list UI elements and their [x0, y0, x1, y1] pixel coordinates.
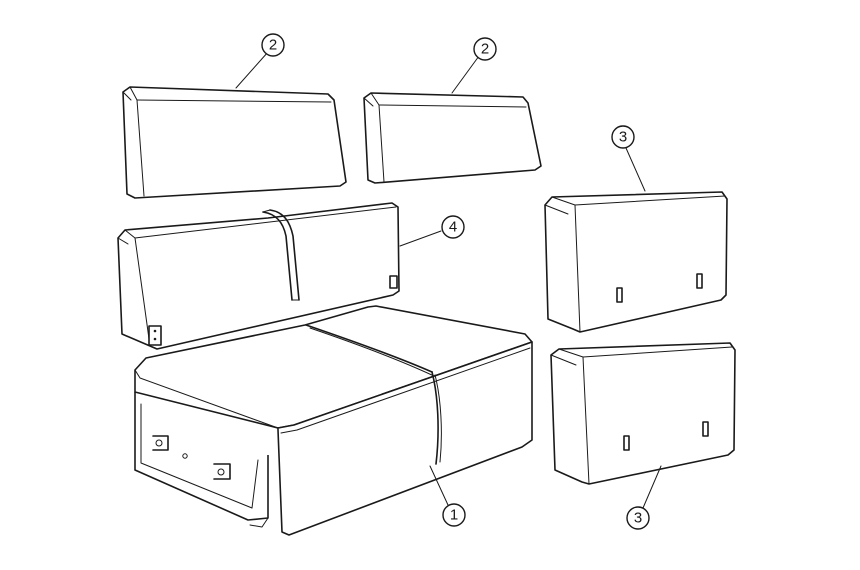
callout-back-right: 2	[451, 37, 497, 94]
back-cushion-right	[363, 92, 542, 184]
svg-text:1: 1	[450, 507, 458, 524]
backrest-bracket-left	[148, 325, 162, 346]
back-cushion-left	[122, 86, 347, 199]
drawer-handle-right	[213, 463, 231, 480]
drawer-handle-left	[152, 435, 169, 451]
svg-text:2: 2	[269, 37, 277, 54]
side-top-clip-right	[696, 273, 703, 289]
side-cushion-top	[544, 191, 728, 333]
svg-text:3: 3	[634, 510, 642, 527]
backrest	[117, 202, 400, 350]
seat-base	[134, 305, 533, 536]
side-bottom-clip-right	[702, 421, 709, 437]
callout-side-top: 3	[611, 125, 646, 192]
side-cushion-bottom	[550, 342, 736, 485]
side-bottom-clip-left	[623, 435, 630, 451]
svg-text:4: 4	[449, 219, 457, 236]
backrest-bracket-right	[389, 275, 398, 289]
svg-text:3: 3	[619, 129, 627, 146]
side-top-clip-left	[616, 287, 623, 303]
callout-seat-base: 1	[429, 465, 466, 527]
callout-side-bottom: 3	[626, 465, 662, 530]
callout-back-left: 2	[235, 33, 285, 89]
callout-backrest: 4	[399, 215, 465, 247]
svg-text:2: 2	[481, 41, 489, 58]
